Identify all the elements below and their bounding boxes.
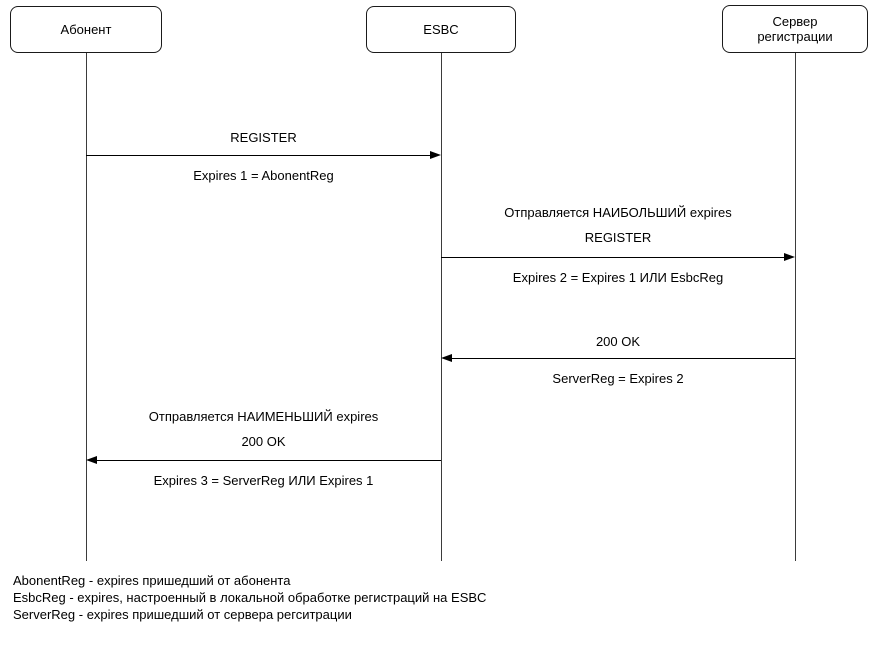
actor-label-esbc: ESBC	[423, 22, 459, 37]
message2-arrow-line	[441, 257, 785, 258]
actor-box-reg-server: Сервер регистрации	[722, 5, 868, 53]
message4-label-below: Expires 3 = ServerReg ИЛИ Expires 1	[153, 473, 374, 488]
message2-label-above-1: Отправляется НАИБОЛЬШИЙ expires	[504, 205, 732, 220]
message2-arrowhead-right-icon	[784, 253, 795, 261]
actor-label-reg-server: Сервер регистрации	[757, 14, 833, 44]
message4-arrow-line	[97, 460, 441, 461]
message3-arrowhead-left-icon	[441, 354, 452, 362]
message3-label-above: 200 OK	[595, 334, 641, 349]
message3-arrow-line	[452, 358, 795, 359]
message1-arrowhead-right-icon	[430, 151, 441, 159]
message1-label-below: Expires 1 = AbonentReg	[193, 168, 334, 183]
lifeline-abonent	[86, 53, 87, 561]
lifeline-reg-server	[795, 53, 796, 561]
message1-label-above: REGISTER	[230, 130, 297, 145]
message4-arrowhead-left-icon	[86, 456, 97, 464]
footnotes: AbonentReg - expires пришедший от абонен…	[13, 572, 486, 623]
actor-box-abonent: Абонент	[10, 6, 162, 53]
actor-box-esbc: ESBC	[366, 6, 516, 53]
footnote-abonentreg: AbonentReg - expires пришедший от абонен…	[13, 573, 291, 588]
message4-label-above-2: 200 OK	[241, 434, 286, 449]
lifeline-esbc	[441, 53, 442, 561]
footnote-esbcreg: EsbcReg - expires, настроенный в локальн…	[13, 590, 487, 605]
message3-label-below: ServerReg = Expires 2	[552, 371, 684, 386]
message4-label-above-1: Отправляется НАИМЕНЬШИЙ expires	[148, 409, 379, 424]
footnote-serverreg: ServerReg - expires пришедший от сервера…	[13, 607, 352, 622]
message2-label-below: Expires 2 = Expires 1 ИЛИ EsbcReg	[512, 270, 724, 285]
message1-arrow-line	[86, 155, 431, 156]
actor-label-abonent: Абонент	[60, 22, 112, 37]
message2-label-above-2: REGISTER	[584, 230, 652, 245]
